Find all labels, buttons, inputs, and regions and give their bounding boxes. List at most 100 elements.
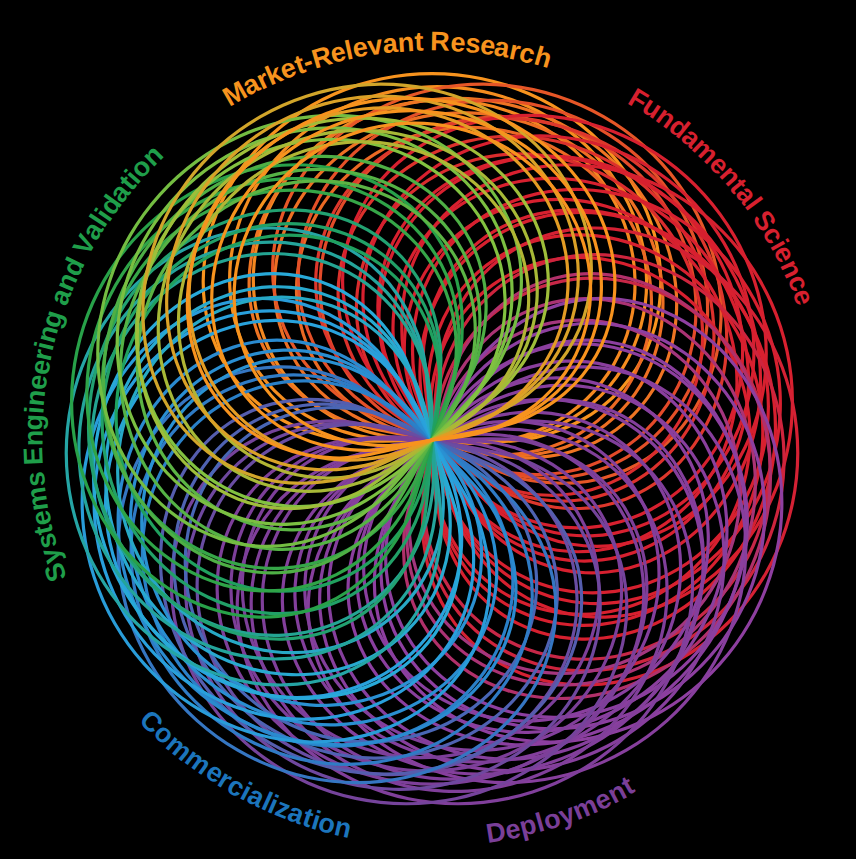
label-letter: l xyxy=(740,193,766,215)
label-letter xyxy=(65,247,92,266)
loop-stroke xyxy=(102,224,440,614)
label-letter: a xyxy=(676,123,705,153)
label-letter: n xyxy=(775,255,806,282)
label-letter: c xyxy=(223,771,249,802)
label-letter: y xyxy=(555,799,578,829)
label-letter: u xyxy=(638,93,667,125)
label-letter: g xyxy=(21,413,49,431)
label-letter: c xyxy=(782,271,813,295)
label-letter: l xyxy=(258,788,276,816)
label-letter: o xyxy=(316,809,339,839)
label-letter: c xyxy=(517,39,538,69)
loop-stroke xyxy=(179,142,529,478)
loop-stroke xyxy=(212,111,602,451)
label-letter: n xyxy=(22,388,51,407)
label-letter: g xyxy=(38,307,69,331)
label-letter: h xyxy=(531,42,554,73)
label-letter: a xyxy=(493,34,513,63)
label-letter: d xyxy=(664,112,694,143)
label-letter: e xyxy=(769,241,800,267)
label-letter: e xyxy=(788,285,819,309)
label-letter: C xyxy=(135,706,168,739)
label-letter: n xyxy=(603,777,630,809)
label-letter xyxy=(744,199,770,221)
label-letter: l xyxy=(533,809,548,837)
label-letter: M xyxy=(218,77,251,112)
label-letter: m xyxy=(687,133,723,169)
label-letter: s xyxy=(464,30,482,58)
label-letter: t xyxy=(299,804,316,832)
label-letter: s xyxy=(32,531,62,552)
label-letter: i xyxy=(31,339,59,353)
label-letter: m xyxy=(568,790,601,824)
label-letter: E xyxy=(20,446,48,465)
label-letter: D xyxy=(484,818,508,848)
loop-stroke xyxy=(89,210,441,639)
loop-stroke xyxy=(187,98,615,458)
label-letter: o xyxy=(149,719,179,750)
label-letter: k xyxy=(262,59,286,90)
label-letter: d xyxy=(95,191,127,220)
label-letter: n xyxy=(714,161,745,191)
label-letter: V xyxy=(69,231,101,260)
label-letter: i xyxy=(765,235,792,255)
label-letter: a xyxy=(285,799,308,830)
label-letter: a xyxy=(381,30,399,58)
label-letter xyxy=(21,464,48,473)
label-letter: e xyxy=(328,38,349,68)
loop-stroke xyxy=(185,408,536,742)
label-letter: i xyxy=(265,791,283,819)
label-letter: r xyxy=(214,766,237,795)
label-letter: a xyxy=(45,285,76,309)
label-letter: e xyxy=(201,758,228,789)
label-letter: n xyxy=(397,29,415,57)
label-letter: i xyxy=(120,165,145,188)
label-letter: o xyxy=(126,153,157,183)
label-letter: s xyxy=(22,471,50,489)
label-letter: n xyxy=(332,813,354,843)
loop-stroke xyxy=(117,128,512,524)
label-letter: e xyxy=(704,150,734,180)
label-letter: r xyxy=(507,36,523,65)
label-letter: d xyxy=(58,254,89,281)
label-letter: i xyxy=(21,405,48,415)
label-letter: i xyxy=(90,204,117,225)
label-letter xyxy=(43,299,71,315)
label-letter: v xyxy=(366,32,385,61)
label-letter: a xyxy=(244,782,269,813)
loop-stroke xyxy=(189,108,568,460)
label-letter: i xyxy=(308,807,323,835)
label-letter: S xyxy=(41,559,72,585)
label-letter: a xyxy=(238,70,264,101)
label-letter: S xyxy=(748,206,780,236)
label-letter: R xyxy=(430,28,450,55)
label-letter: e xyxy=(27,508,56,528)
label-letter: e xyxy=(590,784,615,815)
label-letter: - xyxy=(300,48,317,76)
label-letter: e xyxy=(26,357,55,377)
label-letter: c xyxy=(758,221,789,248)
label-letter: r xyxy=(29,347,58,363)
label-letter: p xyxy=(517,811,540,841)
label-letter: R xyxy=(309,42,335,73)
label-letter: m xyxy=(162,730,198,766)
label-letter: l xyxy=(343,37,356,65)
label-letter: y xyxy=(36,545,66,567)
label-letter: n xyxy=(137,141,168,172)
label-letter: e xyxy=(24,373,53,392)
label-letter: e xyxy=(478,31,497,60)
label-letter: n xyxy=(33,323,63,346)
label-letter: r xyxy=(252,65,273,94)
label-letter: m xyxy=(181,744,216,780)
label-letter xyxy=(423,28,431,55)
loop-stroke xyxy=(234,123,590,446)
label-letter: t xyxy=(291,50,308,78)
loop-stroke xyxy=(158,130,537,491)
label-letter: n xyxy=(20,430,47,447)
label-letter: e xyxy=(449,29,466,57)
